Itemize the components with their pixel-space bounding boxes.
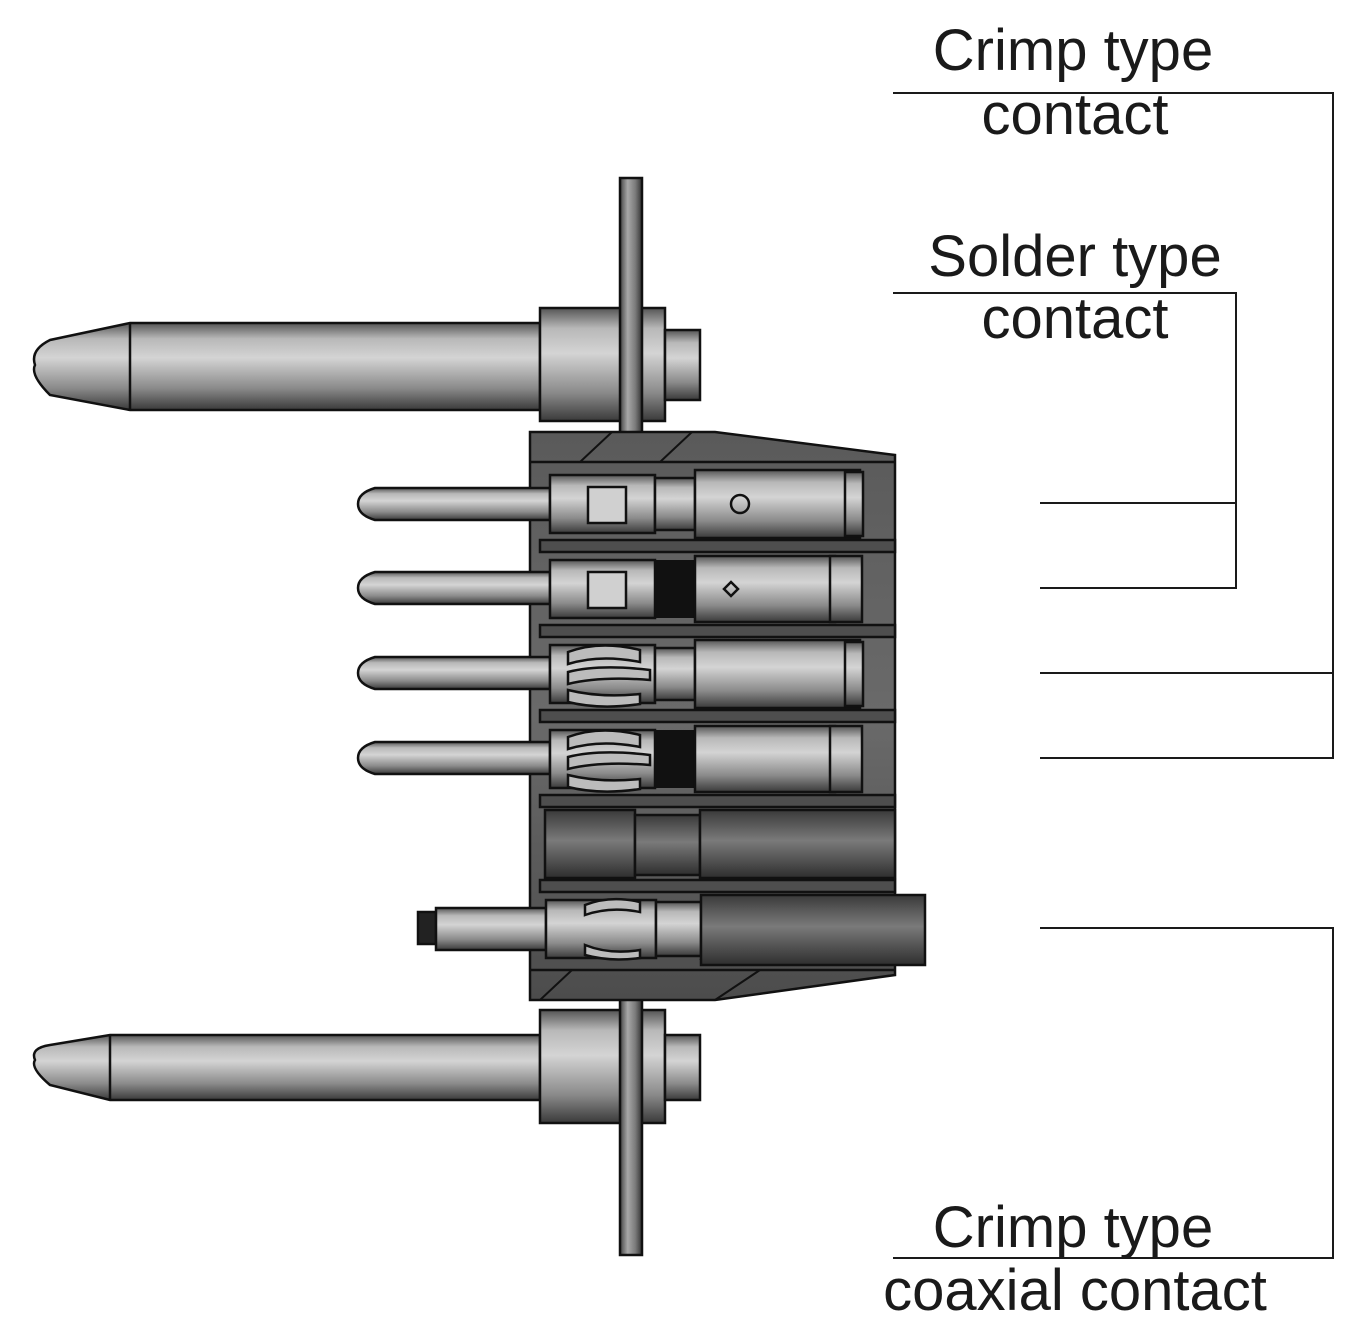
crimp-contact-label-line1: Crimp type (933, 18, 1213, 83)
crimp-contact-leader (893, 92, 1334, 759)
leader-lines (893, 92, 1334, 1259)
coaxial-contact-row-6 (416, 893, 927, 967)
connector-assembly (32, 176, 927, 1257)
solder-contact-label-line2: contact (982, 286, 1169, 351)
solder-contact-row-1 (356, 468, 865, 540)
crimp-contact-row-3 (356, 638, 865, 710)
top-mounting-flange (618, 176, 644, 455)
bottom-mounting-flange (618, 976, 644, 1257)
solder-contact-label-line1: Solder type (928, 224, 1221, 289)
coaxial-contact-leader (893, 927, 1334, 1259)
bottom-guide-pin (32, 1008, 702, 1125)
solder-contact-row-2 (356, 554, 864, 624)
cavity-separators (538, 538, 897, 894)
coaxial-contact-label-line2: coaxial contact (883, 1258, 1267, 1323)
top-guide-pin (32, 306, 702, 423)
empty-cavity-row-5 (543, 808, 897, 880)
crimp-contact-label-line2: contact (982, 82, 1169, 147)
solder-contact-leader (893, 292, 1237, 589)
crimp-contact-row-4 (356, 724, 864, 794)
coaxial-contact-label-line1: Crimp type (933, 1195, 1213, 1260)
